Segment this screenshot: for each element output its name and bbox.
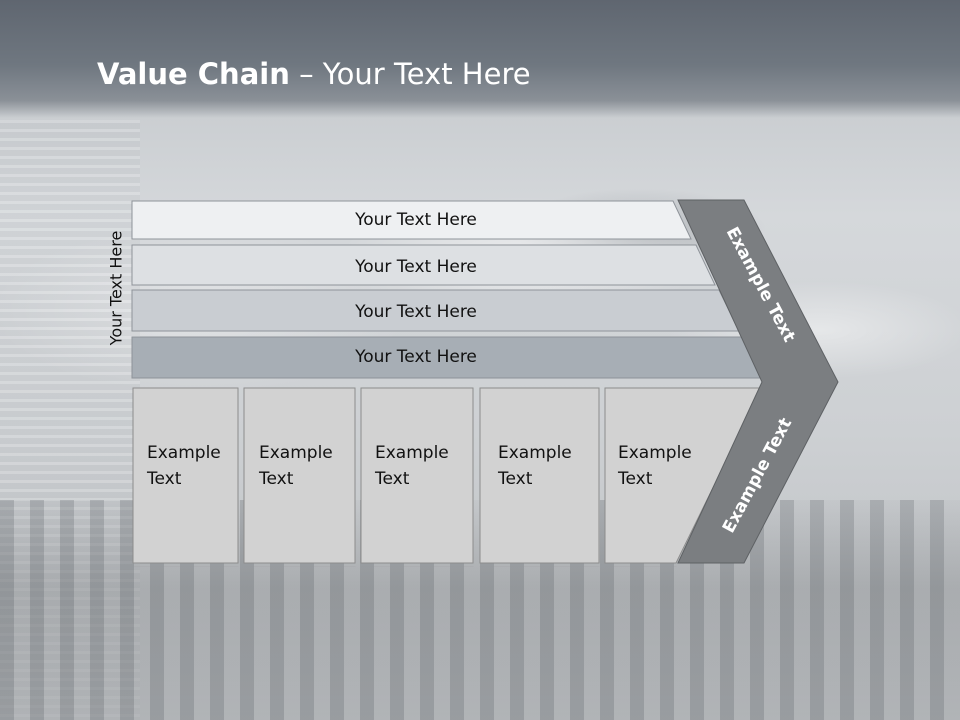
reflection-box-4-line1: Example <box>498 667 572 687</box>
reflection-box-5-line2: Text <box>617 641 653 661</box>
title-band <box>0 0 960 118</box>
reflection-box-5-line1: Example <box>618 667 692 687</box>
reflection-box-1-line2: Text <box>146 641 182 661</box>
reflection-box-4 <box>479 566 600 720</box>
support-row-1-shape <box>131 200 692 240</box>
support-activities: Your Text Here Your Text Here Your Text … <box>131 200 764 379</box>
reflection-box-4-line2: Text <box>497 641 533 661</box>
primary-box-1-line2: Text <box>146 469 182 489</box>
primary-box-4-line1: Example <box>498 443 572 463</box>
primary-box-5-shape <box>604 387 763 564</box>
primary-box-4-shape <box>479 387 600 564</box>
reflection-box-1 <box>132 566 239 720</box>
support-row-2[interactable]: Your Text Here <box>131 244 716 286</box>
support-row-1-label: Your Text Here <box>354 210 477 230</box>
reflection-box-3-line2: Text <box>374 641 410 661</box>
primary-box-3-line2: Text <box>374 469 410 489</box>
primary-box-3-shape <box>360 387 474 564</box>
primary-box-2-shape <box>243 387 356 564</box>
reflection-box-5 <box>604 566 752 720</box>
slide-title: Value Chain – Your Text Here <box>97 54 531 94</box>
reflection-box-3 <box>360 566 474 720</box>
support-row-2-label: Your Text Here <box>354 257 477 277</box>
support-row-3[interactable]: Your Text Here <box>131 289 740 332</box>
reflection-box-2 <box>243 566 356 720</box>
reflection-box-2-line1: Example <box>259 667 333 687</box>
reflection-box-2-line2: Text <box>258 641 294 661</box>
support-row-2-shape <box>131 244 716 286</box>
primary-box-2-line1: Example <box>259 443 333 463</box>
support-row-4-label: Your Text Here <box>354 347 477 367</box>
primary-box-5-line2: Text <box>617 469 653 489</box>
primary-box-5-line1: Example <box>618 443 692 463</box>
primary-box-1-line1: Example <box>147 443 221 463</box>
margin-chevron-shape <box>677 199 839 564</box>
primary-box-2-line2: Text <box>258 469 294 489</box>
reflection-box-3-line1: Example <box>375 667 449 687</box>
slide-title-rest: – Your Text Here <box>289 57 531 91</box>
support-row-4[interactable]: Your Text Here <box>131 336 764 379</box>
slide-title-bold: Value Chain <box>97 57 290 91</box>
support-row-3-label: Your Text Here <box>354 302 477 322</box>
support-row-1[interactable]: Your Text Here <box>131 200 692 240</box>
reflection-chevron <box>678 567 824 720</box>
primary-box-4-line2: Text <box>497 469 533 489</box>
primary-box-3-line1: Example <box>375 443 449 463</box>
primary-box-1-shape <box>132 387 239 564</box>
diagram-reflection: Text Example Text Example Text Example T… <box>132 566 824 720</box>
reflection-box-1-line1: Example <box>147 667 221 687</box>
